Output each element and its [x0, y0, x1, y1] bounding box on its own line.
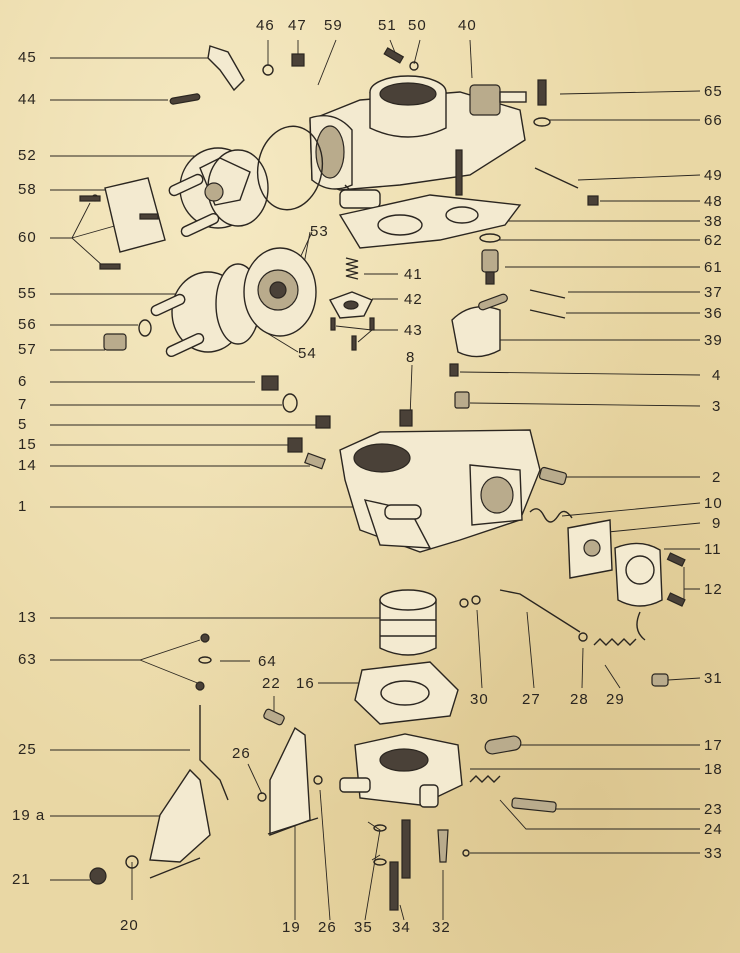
spring-41 [345, 257, 359, 280]
callout-56: 56 [18, 316, 37, 333]
diaphragm-cover-55 [103, 247, 317, 358]
callout-39: 39 [704, 332, 723, 349]
float-chamber-body-1 [261, 363, 568, 553]
throttle-linkage [89, 633, 323, 885]
callout-57: 57 [18, 341, 37, 358]
throttle-body-18 [339, 733, 557, 911]
callout-41: 41 [404, 266, 423, 283]
callout-58: 58 [18, 181, 37, 198]
callout-65: 65 [704, 83, 723, 100]
callout-11: 11 [704, 541, 722, 558]
callout-44: 44 [18, 91, 37, 108]
parts-61-62-39 [262, 47, 599, 358]
callout-51: 51 [378, 17, 397, 34]
gasket-38 [338, 149, 522, 249]
float-13 [379, 589, 437, 656]
callout-2: 2 [712, 469, 722, 486]
callout-16: 16 [296, 675, 315, 692]
callout-9: 9 [712, 515, 722, 532]
callout-60: 60 [18, 229, 37, 246]
levers-44-45 [169, 45, 245, 105]
callout-31: 31 [704, 670, 723, 687]
callout-38: 38 [704, 213, 723, 230]
callout-8: 8 [406, 349, 416, 366]
callout-17: 17 [704, 737, 723, 754]
callout-14: 14 [18, 457, 37, 474]
callout-29: 29 [606, 691, 625, 708]
callout-43: 43 [404, 322, 423, 339]
callout-52: 52 [18, 147, 37, 164]
callout-25: 25 [18, 741, 37, 758]
pump-rod-27-31 [459, 589, 669, 687]
callout-21: 21 [12, 871, 31, 888]
callout-37: 37 [704, 284, 723, 301]
diaphragm-cover-52 [168, 147, 269, 238]
flange-42 [328, 291, 375, 351]
callout-54: 54 [298, 345, 317, 362]
callout-40: 40 [458, 17, 477, 34]
callout-20: 20 [120, 917, 139, 934]
callout-27: 27 [522, 691, 541, 708]
callout-7: 7 [18, 396, 28, 413]
callout-3: 3 [712, 398, 722, 415]
callout-6: 6 [18, 373, 28, 390]
callout-62: 62 [704, 232, 723, 249]
callout-35: 35 [354, 919, 373, 936]
callout-22: 22 [262, 675, 281, 692]
callout-45: 45 [18, 49, 37, 66]
callout-47: 47 [288, 17, 307, 34]
callout-24: 24 [704, 821, 723, 838]
callout-23: 23 [704, 801, 723, 818]
callout-59: 59 [324, 17, 343, 34]
gasket-59 [256, 125, 324, 211]
callout-46: 46 [256, 17, 275, 34]
callout-63: 63 [18, 651, 37, 668]
callout-53: 53 [310, 223, 329, 240]
callout-26-lower: 26 [318, 919, 337, 936]
callout-66: 66 [704, 112, 723, 129]
callout-5: 5 [18, 416, 28, 433]
callout-55: 55 [18, 285, 37, 302]
air-horn-cover [309, 75, 527, 209]
callout-15: 15 [18, 436, 37, 453]
callout-4: 4 [712, 367, 722, 384]
gasket-16 [354, 661, 459, 725]
callout-13: 13 [18, 609, 37, 626]
callout-36: 36 [704, 305, 723, 322]
callout-32: 32 [432, 919, 451, 936]
callout-18: 18 [704, 761, 723, 778]
callout-48: 48 [704, 193, 723, 210]
callout-28: 28 [570, 691, 589, 708]
pump-assembly-9-12 [529, 508, 686, 641]
callout-10: 10 [704, 495, 723, 512]
callout-42: 42 [404, 291, 423, 308]
callout-26-upper: 26 [232, 745, 251, 762]
cover-plate-58 [79, 177, 166, 270]
callout-12: 12 [704, 581, 723, 598]
callout-33: 33 [704, 845, 723, 862]
callout-50: 50 [408, 17, 427, 34]
callout-1: 1 [18, 498, 28, 515]
callout-61: 61 [704, 259, 723, 276]
callout-64: 64 [258, 653, 277, 670]
callout-49: 49 [704, 167, 723, 184]
callout-30: 30 [470, 691, 489, 708]
callout-34: 34 [392, 919, 411, 936]
callout-19a: 19 a [12, 807, 46, 824]
callout-19: 19 [282, 919, 301, 936]
